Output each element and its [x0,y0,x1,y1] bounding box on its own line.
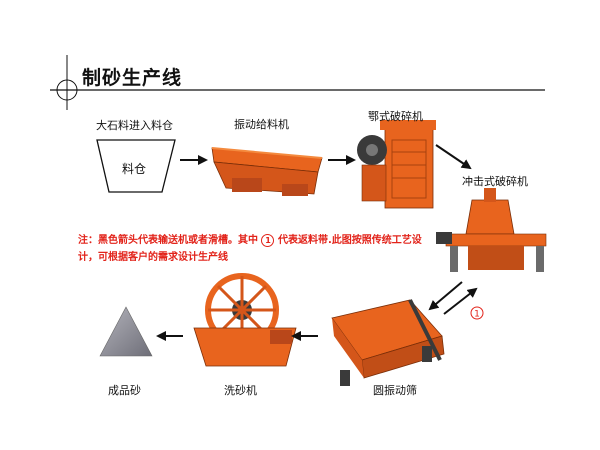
sand-washer-graphic [193,273,297,367]
return-marker-number: 1 [474,310,480,320]
note-text-2: 代表返料带.此图按照传统工艺设计，可根据客户的需求设计生产线 [78,235,422,263]
bin-shape [96,139,176,193]
flow-arrows [156,144,478,341]
sand-pile-graphic [99,306,153,357]
arrow-screen-return [443,287,478,315]
note-text-1: 注：黑色箭头代表输送机或者滑槽。其中 [78,235,258,246]
product-label: 成品砂 [108,384,141,397]
legend-note: 注：黑色箭头代表输送机或者滑槽。其中 1 代表返料带.此图按照传统工艺设计，可根… [78,232,423,266]
feeder-label: 振动给料机 [234,118,289,131]
return-marker: 1 [470,306,484,320]
vibrating-screen-graphic [331,299,445,386]
title-rule [50,55,545,110]
vibrating-feeder-graphic [211,147,323,196]
washer-label: 洗砂机 [224,384,257,397]
impact-crusher-graphic [436,188,547,272]
screen-label: 圆振动筛 [373,384,417,397]
bin-inner-label: 料仓 [122,162,147,176]
impact-crusher-label: 冲击式破碎机 [462,175,528,188]
bin-label: 大石料进入料仓 [96,119,173,132]
arrow-jaw-to-impact [435,144,472,170]
jaw-crusher-label: 鄂式破碎机 [368,110,423,123]
jaw-crusher-graphic [357,120,436,209]
arrow-impact-to-screen [428,281,463,311]
page-title: 制砂生产线 [82,67,183,89]
note-circle-number: 1 [261,233,275,247]
